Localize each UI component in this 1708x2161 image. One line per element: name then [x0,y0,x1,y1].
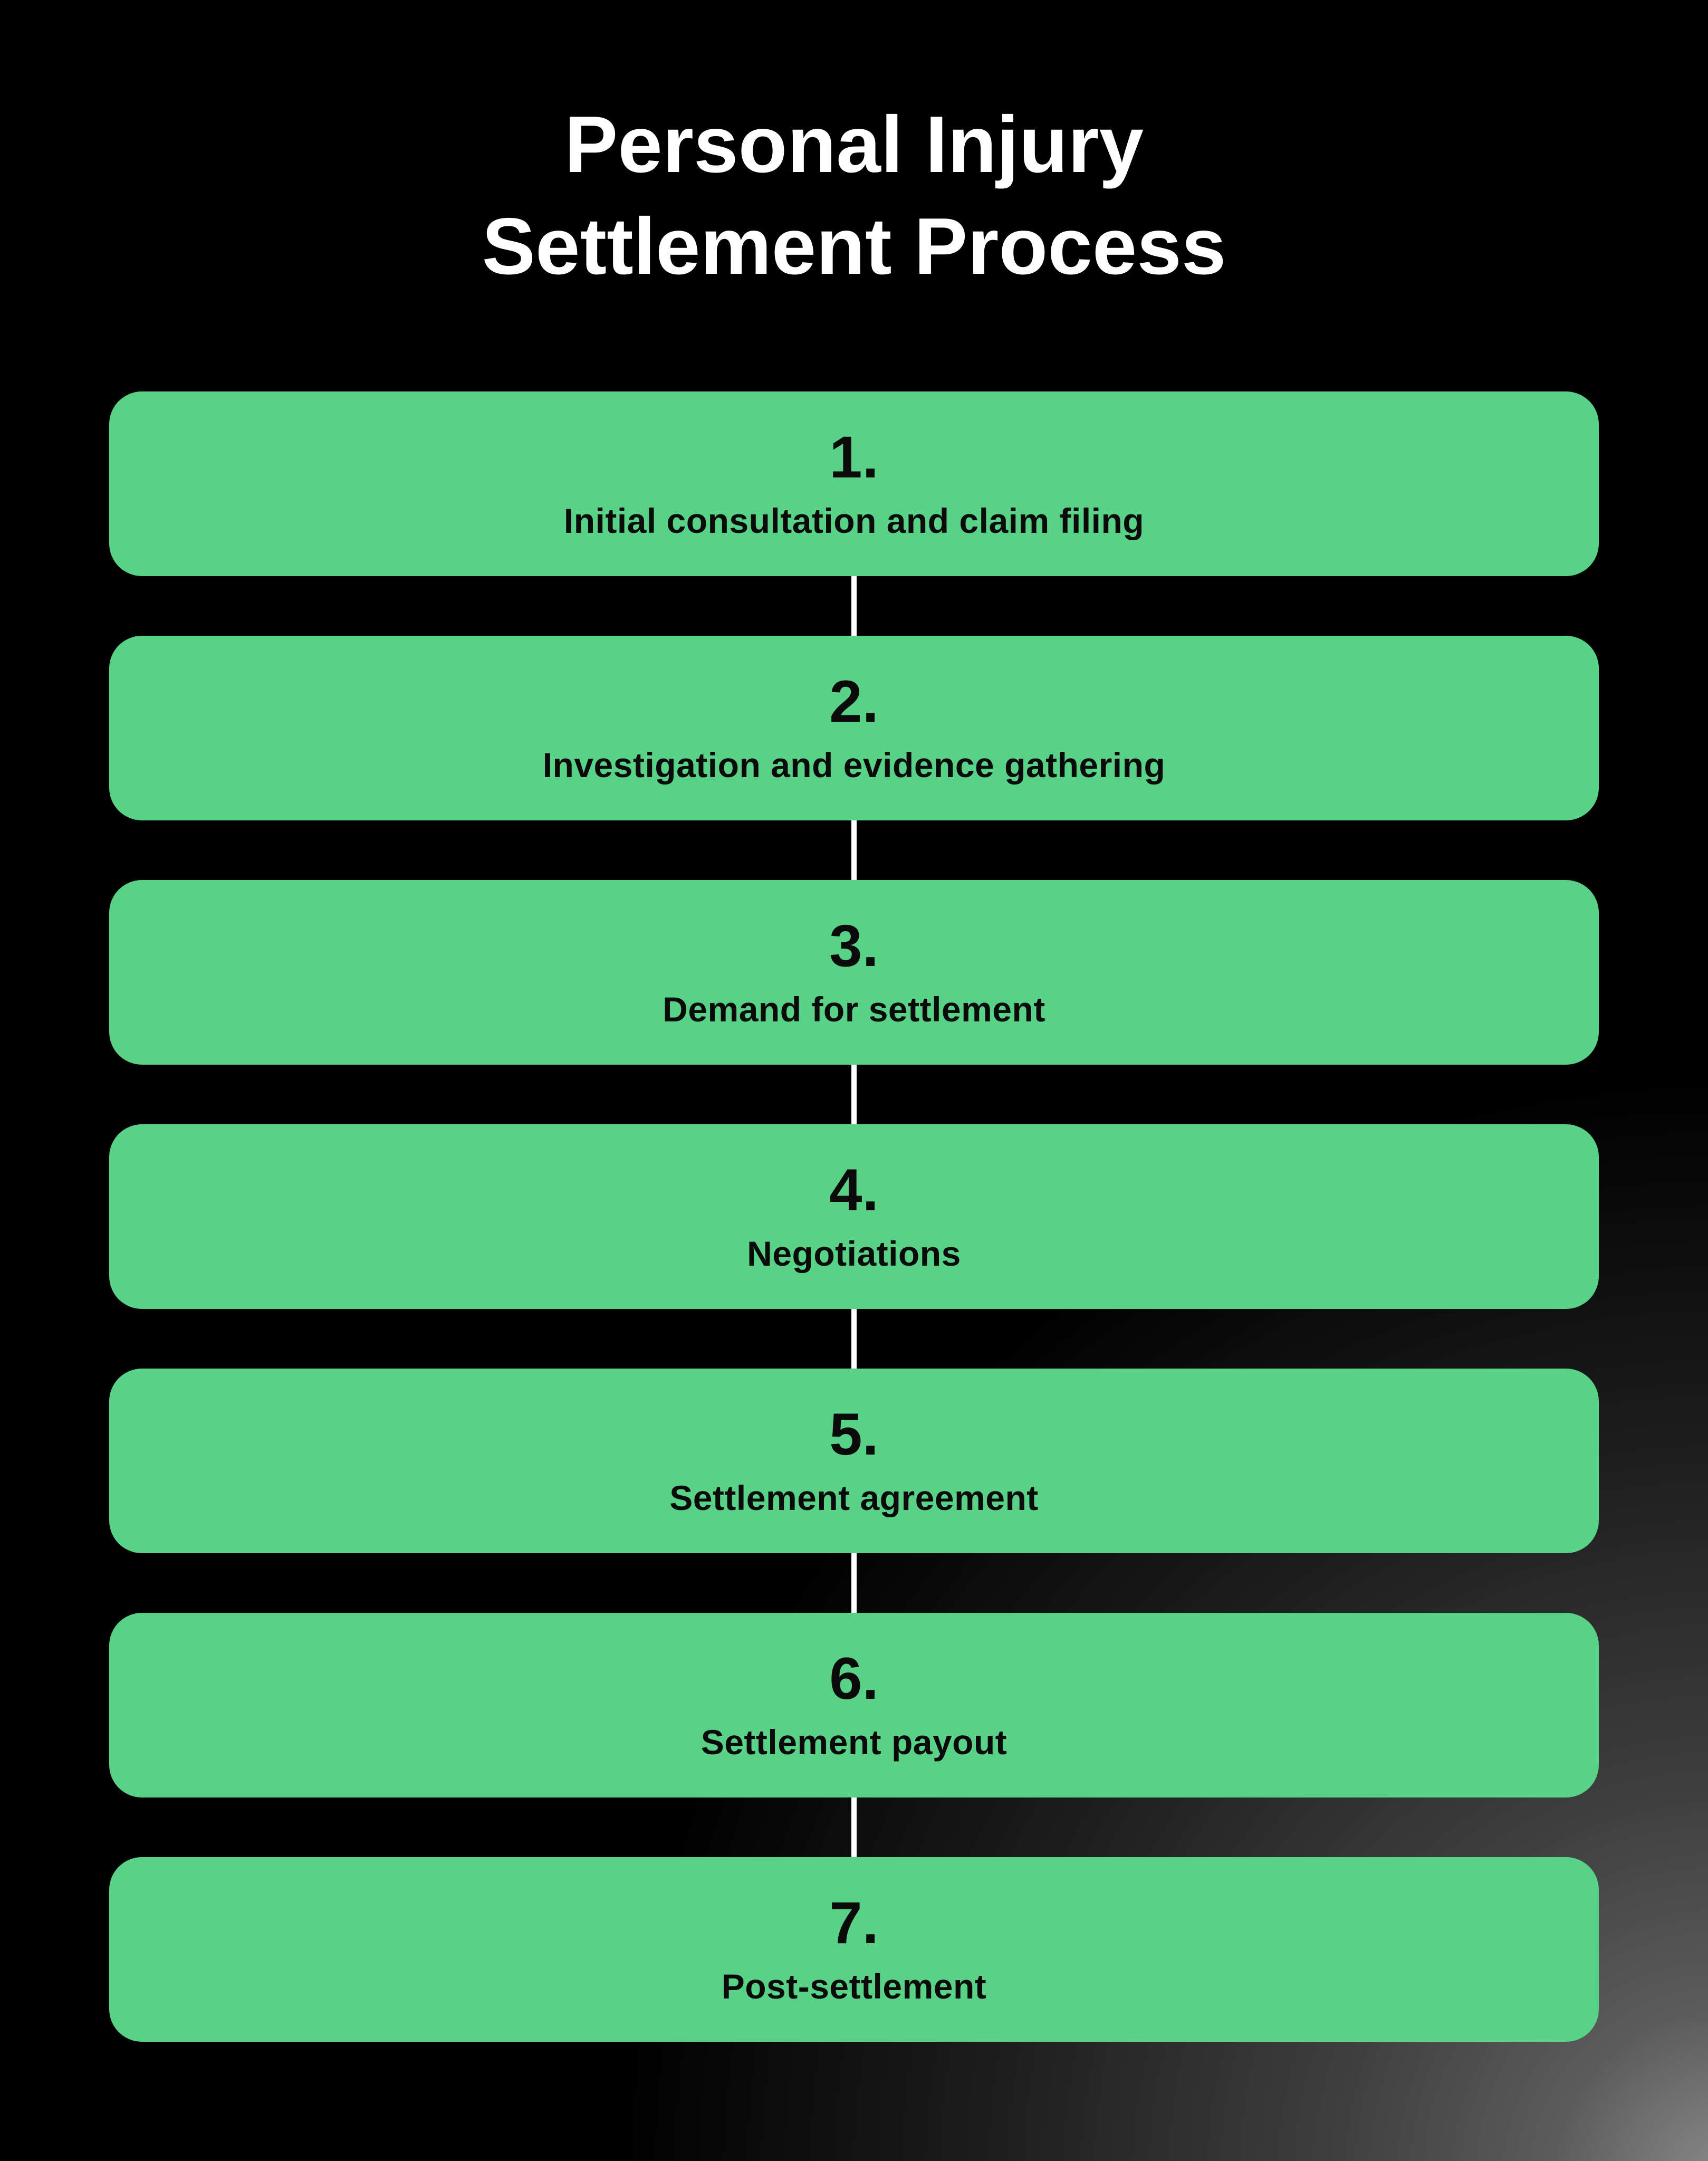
step-number: 1. [829,424,879,490]
connector-line [851,576,857,636]
step-number: 4. [829,1156,879,1223]
page-title-line-2: Settlement Process [482,202,1226,292]
step-label: Demand for settlement [663,989,1045,1029]
step-label: Post-settlement [721,1966,987,2006]
step-number: 5. [829,1401,879,1467]
step-number: 2. [829,668,879,734]
step-card: 7. Post-settlement [109,1857,1599,2042]
connector-line [851,1797,857,1857]
step-number: 3. [829,912,879,979]
page-title: Personal Injury Settlement Process [0,94,1708,298]
step-label: Initial consultation and claim filing [563,501,1145,540]
connector-line [851,1553,857,1613]
connector-line [851,1065,857,1124]
step-number: 7. [829,1889,879,1956]
step-label: Settlement agreement [669,1478,1039,1517]
step-label: Investigation and evidence gathering [542,745,1166,785]
step-card: 3. Demand for settlement [109,880,1599,1124]
steps-list: 1. Initial consultation and claim filing… [109,391,1599,2042]
step-number: 6. [829,1645,879,1711]
step-card: 2. Investigation and evidence gathering [109,636,1599,880]
page-title-line-1: Personal Injury [564,100,1144,189]
step-card: 1. Initial consultation and claim filing [109,391,1599,636]
connector-line [851,1309,857,1369]
step-card: 6. Settlement payout [109,1613,1599,1857]
connector-line [851,820,857,880]
step-label: Negotiations [747,1234,961,1273]
step-card: 5. Settlement agreement [109,1369,1599,1613]
step-card: 4. Negotiations [109,1124,1599,1369]
step-label: Settlement payout [701,1722,1007,1762]
